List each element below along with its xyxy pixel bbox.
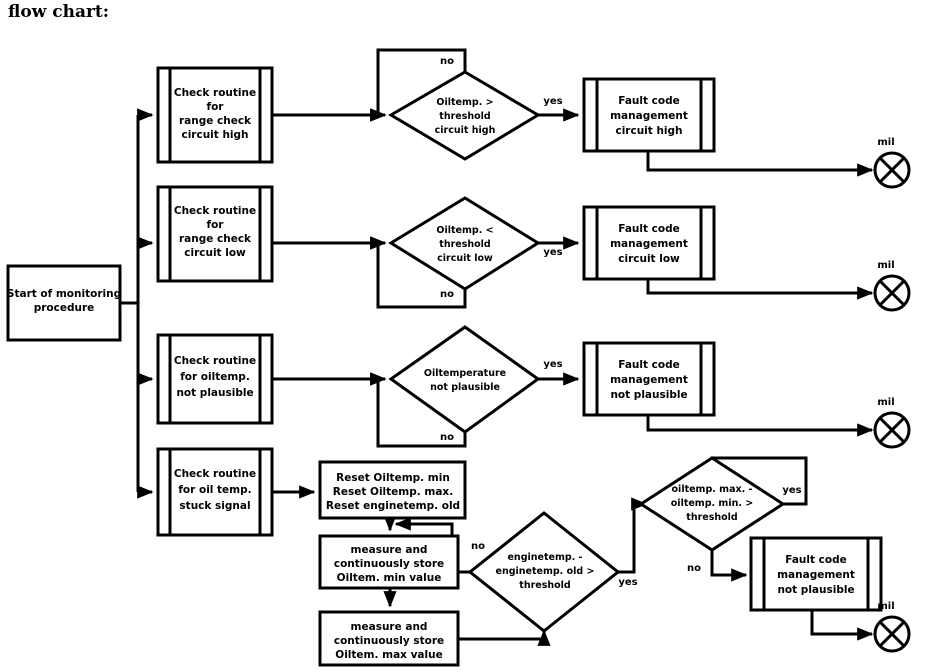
fault-code-circuit-high[interactable]: Fault code management circuit high xyxy=(582,77,716,153)
check4-line2: for oil temp. xyxy=(178,484,251,496)
reset-line3: Reset enginetemp. old xyxy=(326,500,460,512)
decision-oiltemp-span-gt-threshold[interactable]: oiltemp. max. - oiltemp. min. > threshol… xyxy=(638,456,802,574)
storemax-line1: measure and xyxy=(351,621,428,633)
storemin-line3: Oiltem. min value xyxy=(337,572,442,584)
decision-oiltemperature-not-plausible[interactable]: Oiltemperature not plausible no yes xyxy=(388,325,563,443)
check2-line2: for xyxy=(207,219,225,231)
fault1-line1: Fault code xyxy=(618,95,679,107)
check2-line3: range check xyxy=(179,233,252,245)
storemin-line2: continuously store xyxy=(334,558,444,570)
process-store-max[interactable]: measure and continuously store Oiltem. m… xyxy=(318,610,460,667)
storemax-line3: Oiltem. max value xyxy=(335,649,442,661)
mil-indicator-4: mil xyxy=(873,601,911,653)
dec1-line3: circuit high xyxy=(435,125,496,136)
check1-line3: range check xyxy=(179,115,252,127)
conn-dec5-no-to-fault4 xyxy=(710,550,748,582)
dec1-line2: threshold xyxy=(439,111,490,122)
fault3-line2: management xyxy=(610,374,688,386)
process-store-min[interactable]: measure and continuously store Oiltem. m… xyxy=(318,534,460,590)
fault3-line1: Fault code xyxy=(618,359,679,371)
fault3-line3: not plausible xyxy=(610,389,687,401)
fault1-line3: circuit high xyxy=(615,125,682,137)
dec5-line1: oiltemp. max. - xyxy=(672,484,753,495)
conn-fault4-to-mil4 xyxy=(810,610,874,641)
dec4-line2: enginetemp. old > xyxy=(496,566,595,577)
mil-3-label: mil xyxy=(877,397,894,408)
check-routine-range-check-circuit-high[interactable]: Check routine for range check circuit hi… xyxy=(156,66,274,164)
mil-indicator-2: mil xyxy=(873,260,911,312)
start-label-line1: Start of monitoring xyxy=(7,288,121,300)
dec2-line1: Oiltemp. < xyxy=(436,225,493,236)
dec5-line2: oiltemp. min. > xyxy=(671,498,753,509)
decision-enginetemp-delta-gt-threshold[interactable]: enginetemp. - enginetemp. old > threshol… xyxy=(467,511,638,633)
decision-oiltemp-gt-threshold-high[interactable]: Oiltemp. > threshold circuit high no yes xyxy=(388,56,563,161)
mil-2-label: mil xyxy=(877,260,894,271)
conn-dec1-no-loop xyxy=(370,48,467,122)
fault4-line3: not plausible xyxy=(777,584,854,596)
fault1-line2: management xyxy=(610,110,688,122)
dec4-no-label: no xyxy=(471,541,485,552)
mil-indicator-3: mil xyxy=(873,397,911,449)
process-reset-values[interactable]: Reset Oiltemp. min Reset Oiltemp. max. R… xyxy=(318,460,467,520)
conn-dec2-no-loop xyxy=(370,236,467,309)
mil-indicator-1: mil xyxy=(873,137,911,189)
check3-line3: not plausible xyxy=(176,387,253,399)
dec2-line3: circuit low xyxy=(437,253,493,264)
conn-fault2-to-mil2 xyxy=(646,279,874,300)
check-routine-range-check-circuit-low[interactable]: Check routine for range check circuit lo… xyxy=(156,185,274,283)
check3-line2: for oiltemp. xyxy=(180,371,250,383)
storemin-line1: measure and xyxy=(351,544,428,556)
dec2-line2: threshold xyxy=(439,239,490,250)
conn-dec3-no-loop xyxy=(370,372,467,448)
mil-4-label: mil xyxy=(877,601,894,612)
dec4-line3: threshold xyxy=(519,580,570,591)
dec3-yes-label: yes xyxy=(543,359,562,370)
start-node: Start of monitoring procedure xyxy=(6,264,122,342)
dec3-no-label: no xyxy=(440,432,454,443)
mil-1-label: mil xyxy=(877,137,894,148)
fault-code-circuit-low[interactable]: Fault code management circuit low xyxy=(582,205,716,281)
check-routine-oiltemp-not-plausible[interactable]: Check routine for oiltemp. not plausible xyxy=(156,333,274,425)
reset-line1: Reset Oiltemp. min xyxy=(336,472,450,484)
connector-layer xyxy=(120,48,874,646)
fault-code-not-plausible-1[interactable]: Fault code management not plausible xyxy=(582,341,716,417)
fault-code-not-plausible-2[interactable]: Fault code management not plausible xyxy=(749,536,883,612)
conn-storemax-to-dec4 xyxy=(458,629,551,646)
conn-fault1-to-mil1 xyxy=(646,151,874,177)
check4-line1: Check routine xyxy=(174,468,256,480)
dec5-no-label: no xyxy=(687,563,701,574)
storemax-line2: continuously store xyxy=(334,635,444,647)
dec2-yes-label: yes xyxy=(543,247,562,258)
fault4-line2: management xyxy=(777,569,855,581)
conn-fault3-to-mil3 xyxy=(646,415,874,437)
fault2-line1: Fault code xyxy=(618,223,679,235)
reset-line2: Reset Oiltemp. max. xyxy=(333,486,453,498)
check2-line1: Check routine xyxy=(174,205,256,217)
dec1-line1: Oiltemp. > xyxy=(436,97,493,108)
conn-dec4-yes-to-dec5 xyxy=(618,497,648,574)
check1-line2: for xyxy=(207,101,225,113)
page-title: flow chart: xyxy=(8,2,110,22)
dec4-yes-label: yes xyxy=(618,577,637,588)
dec2-no-label: no xyxy=(440,289,454,300)
dec3-line1: Oiltemperature xyxy=(424,368,506,379)
dec5-yes-label: yes xyxy=(782,485,801,496)
dec1-yes-label: yes xyxy=(543,96,562,107)
dec3-line2: not plausible xyxy=(430,382,500,393)
fault2-line3: circuit low xyxy=(618,253,680,265)
fault4-line1: Fault code xyxy=(785,554,846,566)
decision-oiltemp-lt-threshold-low[interactable]: Oiltemp. < threshold circuit low no yes xyxy=(388,196,563,300)
dec1-no-label: no xyxy=(440,56,454,67)
check1-line1: Check routine xyxy=(174,87,256,99)
check-routine-oil-temp-stuck-signal[interactable]: Check routine for oil temp. stuck signal xyxy=(156,447,274,537)
check3-line1: Check routine xyxy=(174,355,256,367)
dec4-line1: enginetemp. - xyxy=(507,552,582,563)
start-label-line2: procedure xyxy=(34,302,95,314)
check2-line4: circuit low xyxy=(184,247,246,259)
check4-line3: stuck signal xyxy=(179,500,250,512)
dec5-line3: threshold xyxy=(686,512,737,523)
check1-line4: circuit high xyxy=(181,129,248,141)
fault2-line2: management xyxy=(610,238,688,250)
